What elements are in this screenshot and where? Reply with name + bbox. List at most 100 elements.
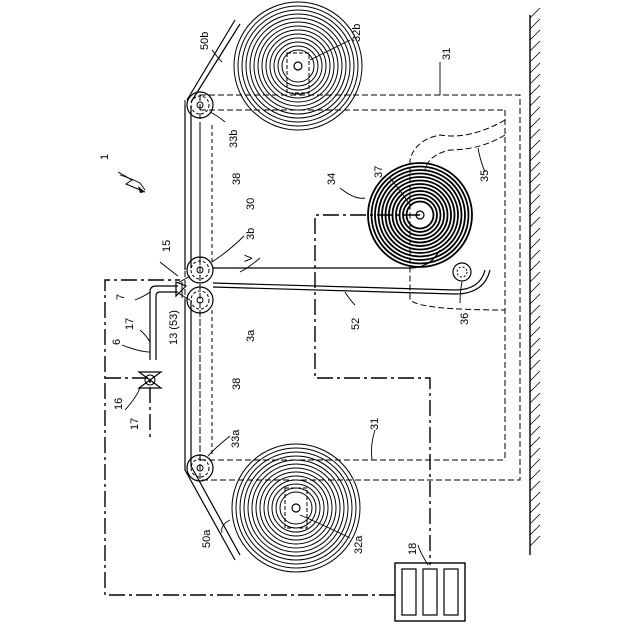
hatch-line — [530, 41, 540, 51]
ground-hatching — [530, 8, 540, 555]
hatch-line — [530, 63, 540, 73]
hatch-line — [530, 19, 540, 29]
small-roller-36 — [453, 263, 471, 281]
winding-ring — [242, 10, 354, 122]
conveyor-38 — [185, 100, 212, 470]
label-line6: 6 — [111, 339, 123, 345]
label-film-lower: 50a — [201, 529, 213, 548]
hatch-line — [530, 360, 540, 370]
winding-ring — [250, 18, 346, 114]
hatch-line — [530, 338, 540, 348]
label-unit: 34 — [326, 173, 338, 185]
hatch-line — [530, 250, 540, 260]
valve-16 — [139, 372, 161, 388]
label-housing: 30 — [245, 198, 257, 210]
hatch-line — [530, 349, 540, 359]
hatch-line — [530, 96, 540, 106]
controller-18 — [395, 563, 465, 621]
hatch-line — [530, 195, 540, 205]
label-roll-lower: 32a — [353, 535, 365, 554]
hatch-line — [530, 426, 540, 436]
hatch-line — [530, 129, 540, 139]
label-pipe-lower: 17 — [129, 418, 141, 430]
hatch-line — [530, 8, 540, 18]
label-pipe-upper: 17 — [124, 318, 136, 330]
label-pipe: 7 — [115, 294, 127, 300]
label-belt: 38 — [231, 173, 243, 185]
roll-32b-hub — [287, 53, 309, 93]
label-channel: 13 (53) — [168, 310, 180, 345]
signal-lines — [105, 215, 430, 595]
hatch-line — [530, 404, 540, 414]
hatch-line — [530, 382, 540, 392]
hatch-line — [530, 228, 540, 238]
winding-ring — [274, 42, 322, 90]
hatch-line — [530, 305, 540, 315]
label-nip-upper: 3b — [245, 228, 257, 240]
winding-ring — [266, 34, 330, 98]
label-nip-lower: 3a — [245, 329, 257, 342]
label-roll-upper: 32b — [351, 24, 363, 42]
hatch-line — [530, 437, 540, 447]
hatch-line — [530, 217, 540, 227]
hatch-line — [530, 492, 540, 502]
roll-32a — [232, 444, 360, 572]
hatch-line — [530, 85, 540, 95]
label-guide-lower: 33a — [230, 429, 242, 448]
label-valve: 16 — [113, 398, 125, 410]
winding-ring — [240, 452, 352, 564]
hatch-line — [530, 272, 540, 282]
label-frame: 31 — [441, 48, 453, 60]
hatch-line — [530, 151, 540, 161]
hatch-line — [530, 415, 540, 425]
hatch-line — [530, 393, 540, 403]
winding-ring — [238, 6, 358, 126]
hatch-line — [530, 52, 540, 62]
hatch-line — [530, 261, 540, 271]
label-drum: 37 — [373, 166, 385, 178]
hatch-line — [530, 74, 540, 84]
hatch-line — [530, 107, 540, 117]
hatch-line — [530, 316, 540, 326]
hatch-line — [530, 459, 540, 469]
label-film-upper: 50b — [199, 32, 211, 50]
label-controller: 18 — [407, 543, 419, 555]
hatch-line — [530, 470, 540, 480]
hatch-line — [530, 514, 540, 524]
hatch-line — [530, 448, 540, 458]
hatch-line — [530, 294, 540, 304]
winding-ring — [278, 46, 318, 86]
winding-ring — [276, 488, 316, 528]
hatch-line — [530, 283, 540, 293]
winding-ring — [260, 472, 332, 544]
winding-ring — [262, 30, 334, 102]
hatch-line — [530, 371, 540, 381]
winding-ring — [248, 460, 344, 556]
winding-ring — [254, 22, 342, 110]
roll-32b — [234, 2, 362, 130]
label-small-roller: 36 — [459, 313, 471, 325]
label-arm: 35 — [479, 170, 491, 182]
hatch-line — [530, 206, 540, 216]
hatch-line — [530, 173, 540, 183]
winding-ring — [264, 476, 328, 540]
winding-ring — [252, 464, 340, 552]
winding-ring — [272, 484, 320, 532]
label-guide-upper: 33b — [228, 130, 240, 148]
label-fig-ref: 1 — [99, 154, 111, 160]
winding-ring — [232, 444, 360, 572]
label-signal: 52 — [350, 318, 362, 330]
label-point-v: V — [243, 254, 255, 262]
label-frame-lower: 31 — [369, 418, 381, 430]
hatch-line — [530, 118, 540, 128]
winding-ring — [234, 2, 362, 130]
hatch-line — [530, 162, 540, 172]
hatch-line — [530, 30, 540, 40]
winding-ring — [236, 448, 356, 568]
hatch-line — [530, 140, 540, 150]
label-belt-lower: 38 — [231, 378, 243, 390]
hatch-line — [530, 536, 540, 546]
label-nozzle: 15 — [161, 240, 173, 252]
hatch-line — [530, 327, 540, 337]
